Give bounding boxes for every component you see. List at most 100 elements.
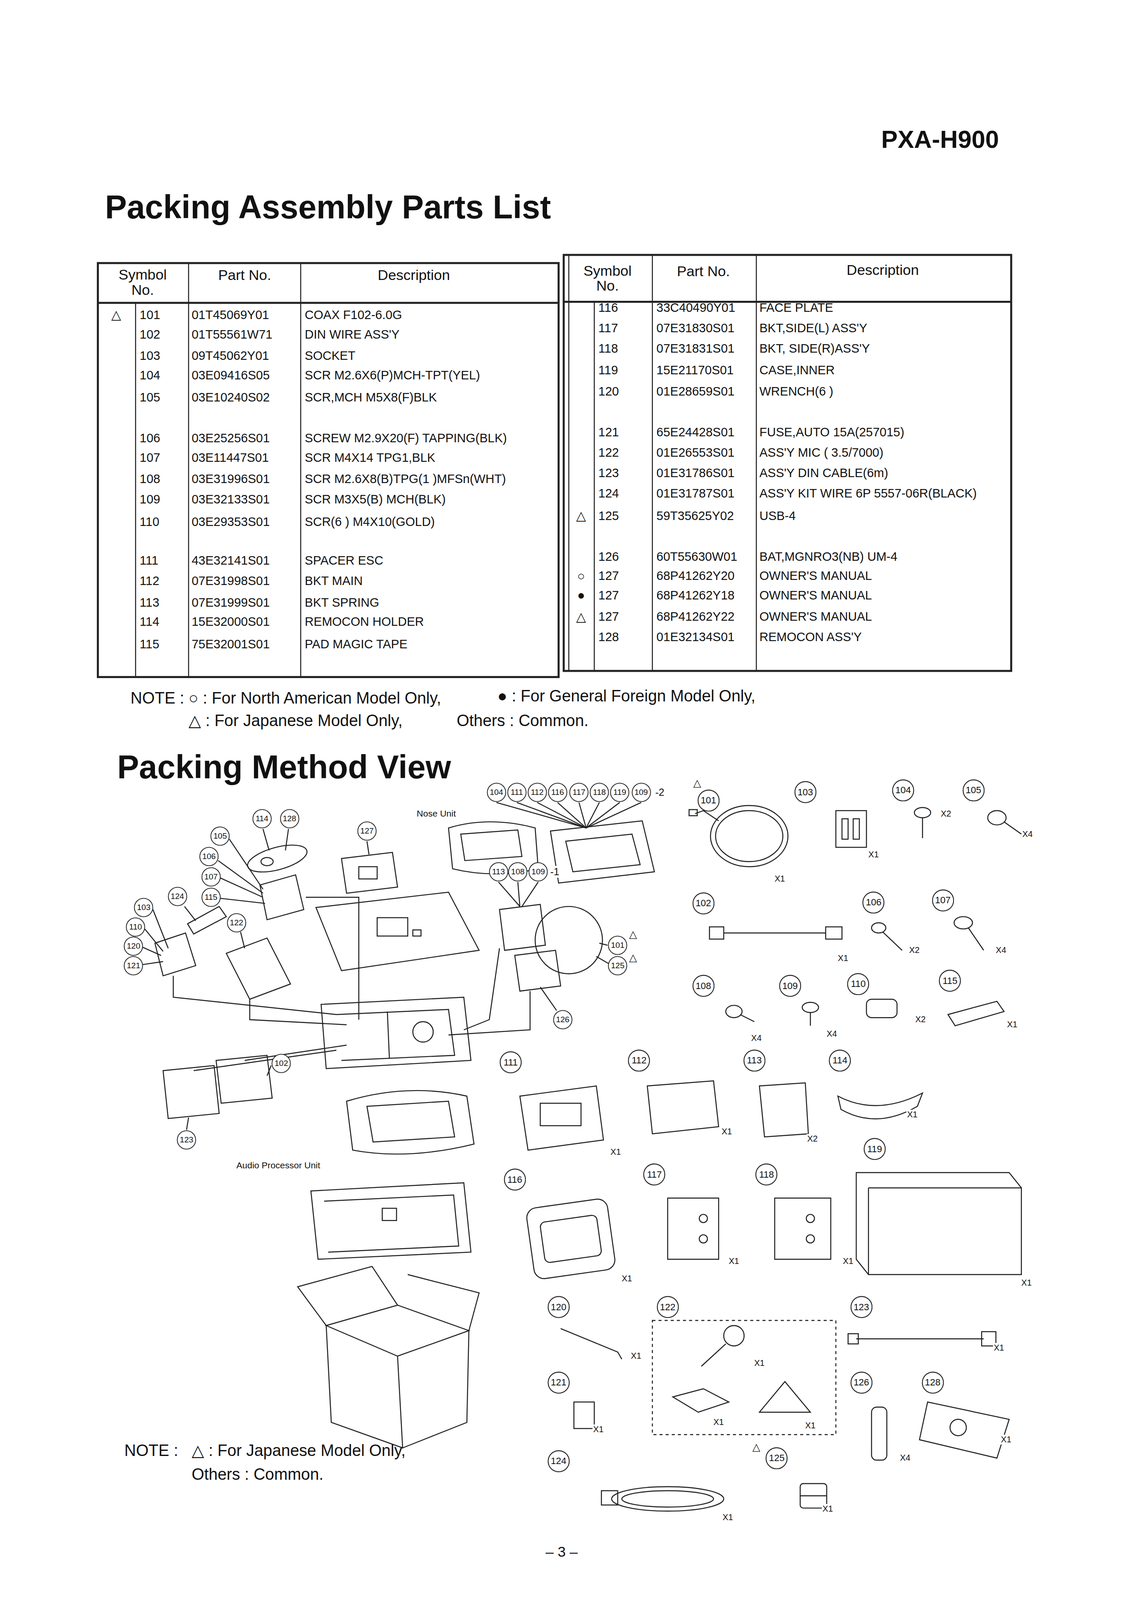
callout-number: 108 [507, 861, 528, 882]
callout-circle: 119 [863, 1137, 886, 1160]
quantity-mark: X1 [804, 1420, 817, 1431]
parts-view [715, 810, 783, 862]
quantity-mark: X4 [825, 1028, 838, 1039]
exploded-packing-view [460, 829, 522, 861]
part-number: 07E31831S01 [656, 341, 735, 356]
parts-table-grid [97, 301, 559, 304]
callout-circle: 116 [503, 1168, 527, 1191]
symbol-number: 117 [598, 321, 618, 336]
callout-circle: 108 [692, 974, 715, 997]
parts-view [723, 932, 826, 934]
symbol-number: 109 [139, 492, 161, 507]
callout-circle: 111 [507, 782, 527, 802]
leader-line [586, 802, 642, 828]
parts-view [871, 1406, 887, 1460]
callout-circle: 114 [252, 808, 272, 829]
parts-view [968, 927, 984, 951]
part-description: SCR(6 ) M4X10(GOLD) [304, 514, 435, 529]
callout-circle: 105 [962, 778, 985, 802]
quantity-mark: X1 [620, 1273, 633, 1284]
leader-line [267, 1065, 272, 1076]
exploded-packing-view [315, 891, 480, 971]
symbol-number: 113 [139, 595, 160, 610]
quantity-mark: X1 [753, 1357, 766, 1368]
part-number: 03E09416S05 [191, 368, 270, 383]
table-header: Part No. [218, 266, 272, 284]
part-number: 07E31999S01 [191, 595, 270, 610]
exploded-packing-view [324, 1194, 459, 1252]
leader-line [498, 881, 520, 907]
callout-number: 115 [938, 969, 962, 992]
callout-number: 104 [891, 778, 915, 802]
exploded-packing-view [321, 996, 472, 1069]
parts-view [800, 1495, 827, 1496]
symbol-number: 116 [598, 300, 618, 315]
parts-view [950, 1419, 967, 1436]
quantity-mark: X1 [867, 849, 880, 860]
callout-number: 116 [503, 1168, 527, 1191]
leader-line [366, 840, 370, 855]
callout-number: 112 [527, 782, 548, 802]
leader-line [285, 828, 289, 850]
part-description: FACE PLATE [759, 300, 834, 315]
callout-number: 101 [607, 935, 628, 955]
page-number: – 3 – [545, 1543, 579, 1560]
callout-number: 118 [589, 782, 610, 802]
exploded-packing-view [310, 1182, 472, 1259]
callout-circle: 110 [846, 972, 870, 996]
part-number: 33C40490Y01 [656, 300, 736, 315]
parts-view [809, 1012, 811, 1026]
symbol-number: 120 [598, 384, 619, 399]
parts-view [856, 1337, 984, 1339]
leader-line [142, 947, 161, 956]
callout-number: 122 [656, 1295, 680, 1318]
callout-number: 126 [552, 1009, 573, 1030]
symbol-number: 105 [139, 390, 161, 405]
quantity-mark: X1 [993, 1342, 1005, 1353]
part-number: 01E28659S01 [656, 384, 735, 399]
callout-circle: 121 [547, 1371, 570, 1394]
table-header: Symbol No. [576, 263, 638, 294]
leader-line [184, 906, 196, 921]
symbol-number: 128 [598, 629, 619, 644]
exploded-packing-view [244, 1044, 347, 1061]
callout-number: 111 [507, 782, 527, 802]
part-description: SCR M4X14 TPG1,BLK [304, 450, 436, 465]
callout-circle: 104 [486, 782, 507, 802]
callout-circle: 113 [488, 861, 509, 882]
parts-view [922, 817, 923, 838]
leader-line [596, 956, 609, 964]
part-number: 68P41262Y18 [656, 588, 735, 603]
part-description: OWNER'S MANUAL [759, 609, 872, 624]
callout-number: 110 [846, 972, 870, 996]
callout-circle: 113 [743, 1049, 766, 1072]
parts-view [806, 1234, 815, 1243]
symbol-number: 106 [139, 431, 161, 446]
leader-line [142, 961, 164, 965]
symbol-number: 110 [139, 514, 160, 529]
callout-number: 123 [176, 1129, 197, 1150]
parts-view [573, 1401, 595, 1428]
model-mark: △ [628, 951, 638, 964]
exploded-packing-view [244, 839, 310, 878]
callout-circle: 115 [938, 969, 962, 992]
leader-line [599, 942, 608, 946]
part-description: CASE,INNER [759, 363, 835, 378]
part-number: 68P41262Y20 [656, 568, 735, 583]
parts-view [853, 818, 860, 839]
parts-view [709, 926, 724, 940]
callout-circle: 107 [201, 866, 221, 887]
callout-circle: 123 [176, 1129, 197, 1150]
leader-line [218, 860, 264, 894]
part-description: ASS'Y DIN CABLE(6m) [759, 465, 889, 480]
symbol-number: 124 [598, 486, 619, 501]
exploded-packing-view [448, 990, 531, 1035]
callout-circle: 118 [755, 1162, 778, 1186]
parts-view [759, 1082, 809, 1137]
callout-number: 125 [765, 1446, 788, 1470]
callout-number: 102 [692, 891, 715, 915]
callout-number: 121 [123, 955, 144, 976]
callout-number: 128 [279, 808, 300, 829]
symbol-number: 107 [139, 450, 161, 465]
callout-number: 120 [547, 1295, 570, 1318]
